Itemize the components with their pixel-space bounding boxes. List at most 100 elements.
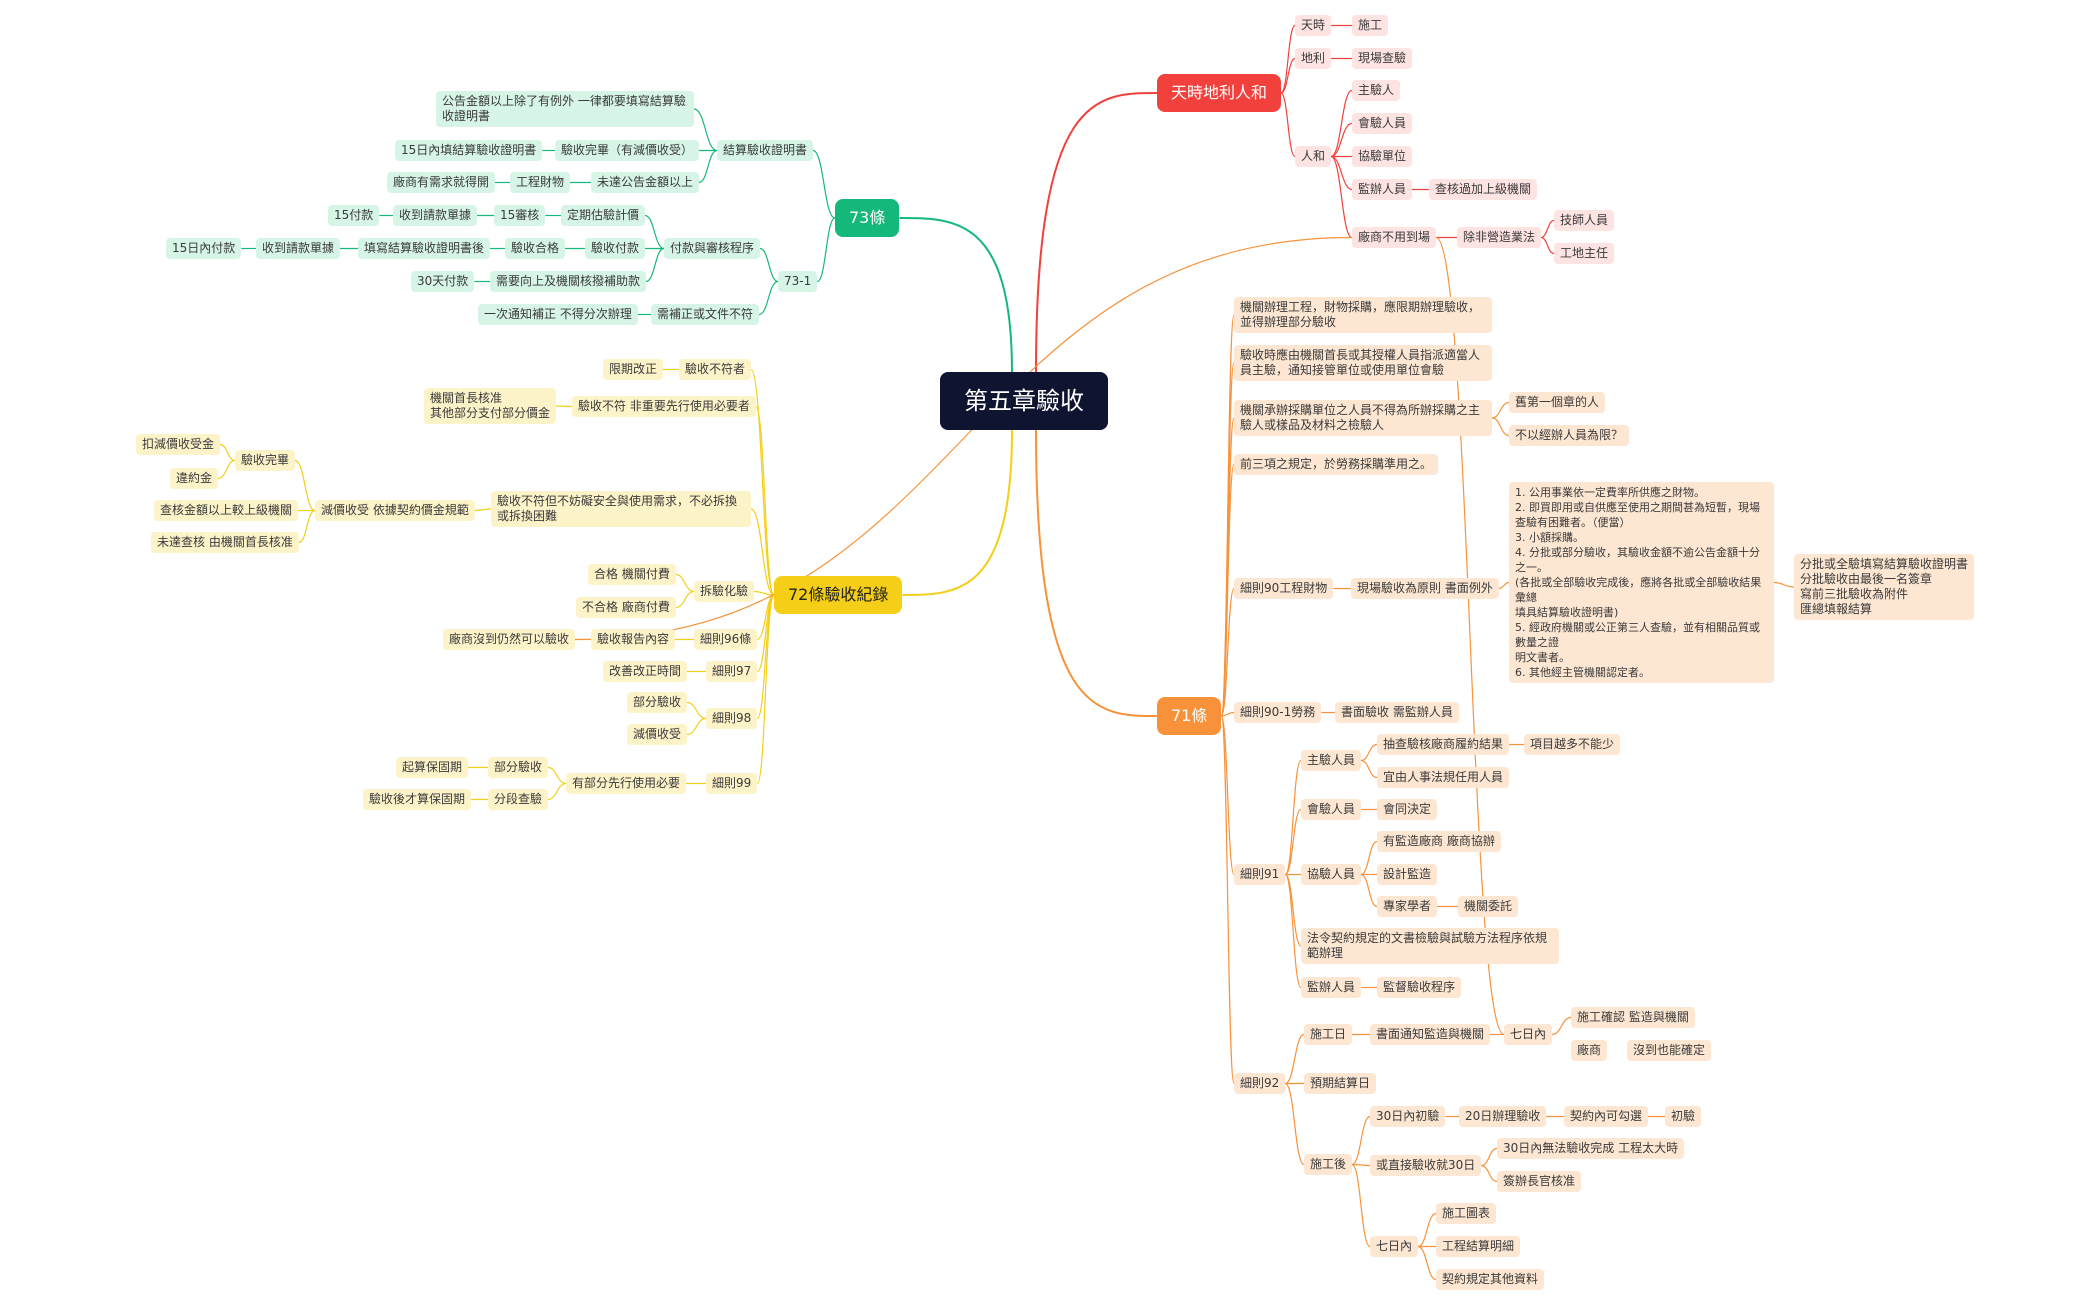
node-x901[interactable]: 細則90-1勞務 bbox=[1234, 702, 1322, 723]
node-x96[interactable]: 細則96條 bbox=[694, 629, 758, 650]
node-meidao[interactable]: 廠商沒到仍然可以驗收 bbox=[443, 629, 576, 650]
node-jiesuan[interactable]: 結算驗收證明書 bbox=[717, 140, 814, 161]
node-bufu[interactable]: 驗收不符者 bbox=[679, 359, 752, 380]
node-shumian[interactable]: 書面通知監造與機關 bbox=[1370, 1024, 1491, 1045]
node-qiri2[interactable]: 七日內 bbox=[1370, 1236, 1419, 1257]
node-a1[interactable]: 機關辦理工程，財物採購，應限期辦理驗收，並得辦理部分驗收 bbox=[1234, 297, 1492, 333]
node-yanhou[interactable]: 驗收後才算保固期 bbox=[363, 789, 472, 810]
node-weida[interactable]: 未達公告金額以上 bbox=[591, 172, 700, 193]
node-x91[interactable]: 細則91 bbox=[1234, 864, 1286, 885]
node-bufu3[interactable]: 驗收不符但不妨礙安全與使用需求，不必拆換或拆換困難 bbox=[491, 491, 751, 527]
node-x91-huiyan[interactable]: 會驗人員 bbox=[1301, 799, 1362, 820]
node-weiyue[interactable]: 違約金 bbox=[170, 468, 219, 489]
node-bufu2[interactable]: 驗收不符 非重要先行使用必要者 bbox=[572, 396, 756, 417]
node-a3b[interactable]: 不以經辦人員為限？ bbox=[1509, 425, 1630, 446]
node-fuling[interactable]: 法令契約規定的文書檢驗與試驗方法程序依規範辦理 bbox=[1301, 928, 1559, 964]
node-yici[interactable]: 一次通知補正 不得分次辦理 bbox=[478, 304, 638, 325]
node-shigongqueren[interactable]: 施工確認 監造與機關 bbox=[1571, 1007, 1695, 1028]
node-xiangmu[interactable]: 項目越多不能少 bbox=[1524, 734, 1621, 755]
node-kouchu[interactable]: 扣減價收受金 bbox=[136, 434, 221, 455]
node-x98[interactable]: 細則98 bbox=[706, 708, 758, 729]
node-chuyan[interactable]: 初驗 bbox=[1665, 1106, 1702, 1127]
node-changshang[interactable]: 廠商不用到場 bbox=[1352, 227, 1437, 248]
node-jiandu[interactable]: 監督驗收程序 bbox=[1377, 977, 1462, 998]
node-tu[interactable]: 施工圖表 bbox=[1436, 1203, 1497, 1224]
node-bufen2[interactable]: 部分驗收 bbox=[488, 757, 549, 778]
node-qita[interactable]: 契約規定其他資料 bbox=[1436, 1269, 1545, 1290]
node-nei15[interactable]: 15日內付款 bbox=[166, 238, 242, 259]
node-xuqiu[interactable]: 廠商有需求就得開 bbox=[387, 172, 496, 193]
node-qisuan[interactable]: 起算保固期 bbox=[396, 757, 469, 778]
node-buzheng[interactable]: 需補正或文件不符 bbox=[651, 304, 760, 325]
node-gongcheng[interactable]: 工程財物 bbox=[510, 172, 571, 193]
node-dingqi[interactable]: 定期估驗計價 bbox=[561, 205, 646, 226]
node-tianxie[interactable]: 填寫結算驗收證明書後 bbox=[358, 238, 491, 259]
node-chaihua[interactable]: 拆驗化驗 bbox=[694, 581, 755, 602]
node-xuyao[interactable]: 需要向上及機關核撥補助款 bbox=[490, 271, 647, 292]
node-fenduan[interactable]: 分段查驗 bbox=[488, 789, 549, 810]
node-jianjia2[interactable]: 減價收受 bbox=[627, 724, 688, 745]
node-shigonghou[interactable]: 施工後 bbox=[1304, 1154, 1353, 1175]
node-jiguan[interactable]: 技師人員 bbox=[1554, 210, 1615, 231]
node-x99[interactable]: 細則99 bbox=[706, 773, 758, 794]
node-fu15[interactable]: 15付款 bbox=[328, 205, 380, 226]
root-node[interactable]: 第五章驗收 bbox=[940, 372, 1108, 430]
node-yanfu[interactable]: 驗收付款 bbox=[585, 238, 646, 259]
node-chufei[interactable]: 除非營造業法 bbox=[1457, 227, 1542, 248]
node-chouzha[interactable]: 抽查驗核廠商履約結果 bbox=[1377, 734, 1510, 755]
node-x97[interactable]: 細則97 bbox=[706, 661, 758, 682]
node-qiri[interactable]: 七日內 bbox=[1504, 1024, 1553, 1045]
node-x90-list[interactable]: 1. 公用事業依一定費率所供應之財物。 2. 即買即用或自供應至使用之期間甚為短… bbox=[1509, 482, 1774, 683]
node-mingxi[interactable]: 工程結算明細 bbox=[1436, 1236, 1521, 1257]
node-shouqing[interactable]: 收到請款單據 bbox=[393, 205, 478, 226]
node-shigong[interactable]: 施工 bbox=[1352, 15, 1389, 36]
node-gonggao[interactable]: 公告金額以上除了有例外 一律都要填寫結算驗收證明書 bbox=[436, 91, 694, 127]
node-chahe[interactable]: 查核過加上級機關 bbox=[1429, 179, 1538, 200]
node-yuqi[interactable]: 預期結算日 bbox=[1304, 1073, 1377, 1094]
node-a3a[interactable]: 舊第一個章的人 bbox=[1509, 392, 1606, 413]
node-jianjia[interactable]: 減價收受 依據契約價金規範 bbox=[315, 500, 475, 521]
node-yanhege[interactable]: 驗收合格 bbox=[505, 238, 566, 259]
node-a2[interactable]: 驗收時應由機關首長或其授權人員指派適當人員主驗，通知接管單位或使用單位會驗 bbox=[1234, 345, 1492, 381]
branch-tianshi-dili-renhe[interactable]: 天時地利人和 bbox=[1157, 74, 1282, 112]
node-bufen[interactable]: 部分驗收 bbox=[627, 692, 688, 713]
node-x90[interactable]: 細則90工程財物 bbox=[1234, 578, 1334, 599]
branch-72[interactable]: 72條驗收紀錄 bbox=[774, 576, 903, 614]
node-renhe[interactable]: 人和 bbox=[1295, 146, 1332, 167]
node-zhuyan[interactable]: 主驗人 bbox=[1352, 80, 1401, 101]
node-fu30[interactable]: 30天付款 bbox=[411, 271, 475, 292]
node-x91-xieyan[interactable]: 協驗人員 bbox=[1301, 864, 1362, 885]
node-xianqi[interactable]: 限期改正 bbox=[603, 359, 664, 380]
node-a4[interactable]: 前三項之規定，於勞務採購準用之。 bbox=[1234, 454, 1439, 475]
node-d30[interactable]: 30日內初驗 bbox=[1370, 1106, 1446, 1127]
node-yanshou-wanbi[interactable]: 驗收完畢（有減價收受） bbox=[555, 140, 700, 161]
node-x91-jianban[interactable]: 監辦人員 bbox=[1301, 977, 1362, 998]
node-x90a[interactable]: 現場驗收為原則 書面例外 bbox=[1351, 578, 1499, 599]
node-huitong[interactable]: 會同決定 bbox=[1377, 799, 1438, 820]
node-huiyan[interactable]: 會驗人員 bbox=[1352, 113, 1413, 134]
node-shoudao2[interactable]: 收到請款單據 bbox=[256, 238, 341, 259]
node-buhege[interactable]: 不合格 廠商付費 bbox=[576, 597, 676, 618]
branch-73[interactable]: 73條 bbox=[835, 199, 900, 237]
node-chahejine[interactable]: 查核金額以上較上級機關 bbox=[154, 500, 299, 521]
node-xieyan[interactable]: 協驗單位 bbox=[1352, 146, 1413, 167]
node-xianchang[interactable]: 現場查驗 bbox=[1352, 48, 1413, 69]
node-x92[interactable]: 細則92 bbox=[1234, 1073, 1286, 1094]
node-73-1[interactable]: 73-1 bbox=[778, 271, 818, 292]
node-fukuan[interactable]: 付款與審核程序 bbox=[664, 238, 761, 259]
node-x91-zhuyan[interactable]: 主驗人員 bbox=[1301, 750, 1362, 771]
node-youbufen[interactable]: 有部分先行使用必要 bbox=[566, 773, 687, 794]
node-gaishan[interactable]: 改善改正時間 bbox=[603, 661, 688, 682]
node-zhuanjia[interactable]: 專家學者 bbox=[1377, 896, 1438, 917]
node-s15[interactable]: 15審核 bbox=[494, 205, 546, 226]
node-youjian[interactable]: 有監造廠商 廠商協辦 bbox=[1377, 831, 1501, 852]
node-d20[interactable]: 20日辦理驗收 bbox=[1459, 1106, 1547, 1127]
node-x901a[interactable]: 書面驗收 需監辦人員 bbox=[1335, 702, 1459, 723]
node-x90-note[interactable]: 分批或全驗填寫結算驗收證明書 分批驗收由最後一名簽章 寫前三批驗收為附件 匯總填… bbox=[1794, 554, 1975, 620]
node-a3[interactable]: 機關承辦採購單位之人員不得為所辦採購之主驗人或樣品及材料之檢驗人 bbox=[1234, 400, 1492, 436]
node-jianban[interactable]: 監辦人員 bbox=[1352, 179, 1413, 200]
node-changshang[interactable]: 廠商 bbox=[1571, 1040, 1608, 1061]
node-gongdi[interactable]: 工地主任 bbox=[1554, 243, 1615, 264]
node-tianshi[interactable]: 天時 bbox=[1295, 15, 1332, 36]
node-qianbao[interactable]: 簽辦長官核准 bbox=[1497, 1171, 1582, 1192]
